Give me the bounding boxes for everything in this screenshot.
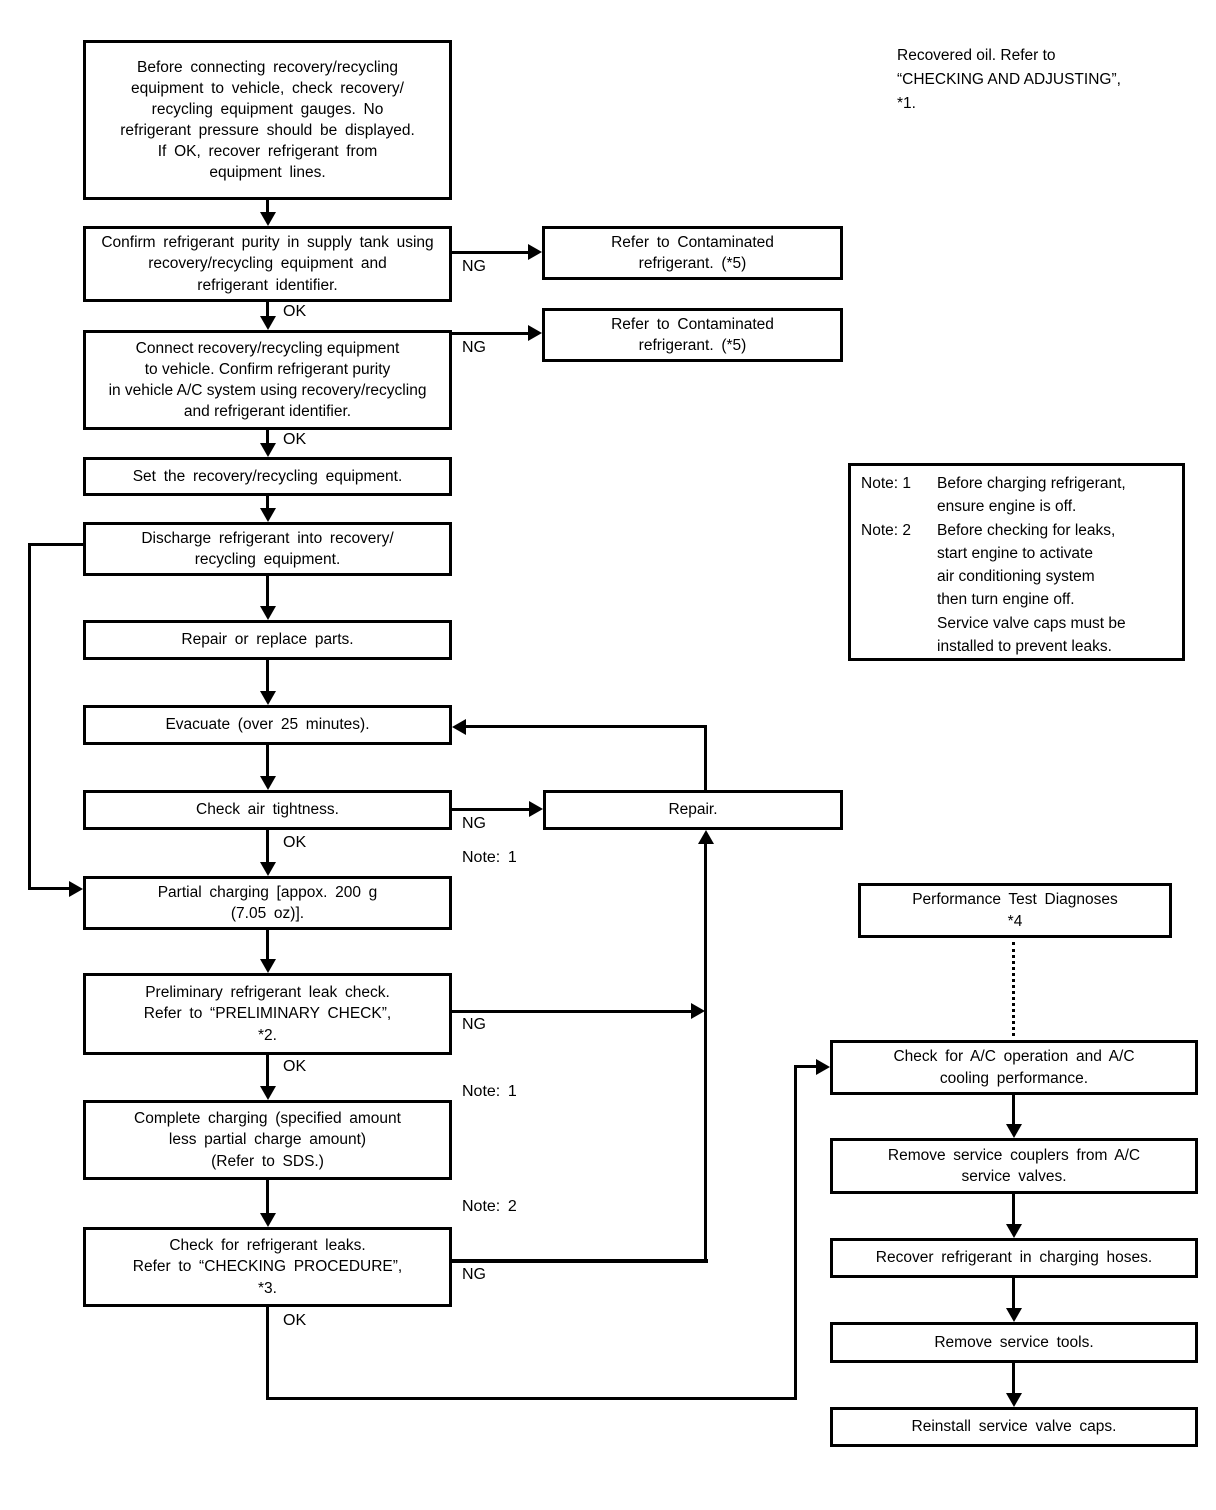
node-contaminated-refrigerant-2: Refer to Contaminated refrigerant. (*5) [542,308,843,362]
ng-line [452,251,528,254]
arrowhead-right-icon [528,325,542,341]
annotation-recovered-oil: Recovered oil. Refer to “CHECKING AND AD… [897,47,1121,113]
node-connect-equipment: Connect recovery/recycling equipment to … [83,330,452,430]
flow-line [266,930,269,961]
note-1-text: Before charging refrigerant, ensure engi… [937,475,1126,516]
bypass-line [28,543,83,546]
arrowhead-down-icon [1006,1308,1022,1322]
ng-line [452,808,529,811]
arrowhead-down-icon [260,1086,276,1100]
ok-label: OK [283,1312,307,1329]
flow-line [266,660,269,693]
node-preliminary-leak-check: Preliminary refrigerant leak check. Refe… [83,973,452,1055]
arrowhead-down-icon [260,606,276,620]
ok-label: OK [283,303,307,320]
arrowhead-down-icon [1006,1224,1022,1238]
flow-line [266,1180,269,1215]
ok-label: OK [283,431,307,448]
arrowhead-down-icon [260,691,276,705]
node-performance-test-diagnoses: Performance Test Diagnoses *4 [858,883,1172,938]
arrowhead-down-icon [260,1213,276,1227]
node-contaminated-refrigerant-1: Refer to Contaminated refrigerant. (*5) [542,226,843,280]
node-check-air-tightness: Check air tightness. [83,790,452,830]
flow-line [266,200,269,214]
note-1-ref-label: Note: 1 [462,1083,517,1100]
arrowhead-down-icon [260,316,276,330]
arrowhead-right-icon [528,244,542,260]
ng-label: NG [462,258,486,275]
arrowhead-down-icon [260,776,276,790]
flow-line [266,430,269,445]
node-check-refrigerant-leaks: Check for refrigerant leaks. Refer to “C… [83,1227,452,1307]
ng-line [452,1259,708,1263]
arrowhead-down-icon [260,508,276,522]
ng-label: NG [462,339,486,356]
node-repair-replace-parts: Repair or replace parts. [83,620,452,660]
bypass-line [28,543,31,890]
node-check-ac-operation: Check for A/C operation and A/C cooling … [830,1040,1198,1095]
ok-route-line [266,1307,269,1400]
arrowhead-down-icon [260,443,276,457]
arrowhead-down-icon [260,862,276,876]
arrowhead-down-icon [1006,1124,1022,1138]
arrowhead-right-icon [816,1059,830,1075]
arrowhead-right-icon [69,881,83,897]
flow-line [1012,1363,1015,1393]
node-confirm-purity-supply-tank: Confirm refrigerant purity in supply tan… [83,226,452,302]
arrowhead-down-icon [260,959,276,973]
arrowhead-down-icon [1006,1393,1022,1407]
node-repair: Repair. [543,790,843,830]
note-2-ref-label: Note: 2 [462,1198,517,1215]
node-set-equipment: Set the recovery/recycling equipment. [83,457,452,496]
arrowhead-down-icon [260,212,276,226]
repair-return-line [466,725,707,728]
arrowhead-left-icon [452,719,466,735]
node-reinstall-valve-caps: Reinstall service valve caps. [830,1407,1198,1447]
node-partial-charging: Partial charging [appox. 200 g (7.05 oz)… [83,876,452,930]
note-1-label: Note: 1 [861,475,911,492]
node-remove-service-tools: Remove service tools. [830,1322,1198,1363]
note-row-1: Note: 1 Before charging refrigerant, ens… [861,472,1174,519]
flow-line [266,745,269,778]
ng-line [452,332,528,335]
flow-line [266,1055,269,1088]
ng-label: NG [462,1016,486,1033]
note-row-2: Note: 2 Before checking for leaks, start… [861,519,1174,659]
flow-line [1012,1194,1015,1224]
node-recover-refrigerant-hoses: Recover refrigerant in charging hoses. [830,1238,1198,1278]
note-2-text: Before checking for leaks, start engine … [937,521,1126,655]
note-box: Note: 1 Before charging refrigerant, ens… [848,463,1185,661]
flow-line [266,830,269,864]
ok-label: OK [283,1058,307,1075]
ok-route-line [794,1065,797,1400]
arrowhead-right-icon [691,1003,705,1019]
flow-line [1012,1095,1015,1124]
ng-junction-line [704,842,707,1261]
dotted-link-line [1012,942,1015,1036]
arrowhead-right-icon [529,801,543,817]
ng-label: NG [462,815,486,832]
node-complete-charging: Complete charging (specified amount less… [83,1100,452,1180]
arrowhead-up-icon [698,830,714,844]
flow-line [266,576,269,608]
note-2-label: Note: 2 [861,521,911,539]
node-remove-service-couplers: Remove service couplers from A/C service… [830,1138,1198,1194]
ng-line [452,1010,691,1013]
ok-route-line [794,1065,816,1068]
node-check-gauges: Before connecting recovery/recycling equ… [83,40,452,200]
ng-label: NG [462,1266,486,1283]
node-discharge-refrigerant: Discharge refrigerant into recovery/ rec… [83,522,452,576]
ok-label: OK [283,834,307,851]
ok-route-line [266,1397,797,1400]
note-1-ref-label: Note: 1 [462,849,517,866]
flow-line [266,496,269,510]
flow-line [266,302,269,318]
bypass-line [28,887,69,890]
repair-return-line [704,727,707,790]
node-evacuate: Evacuate (over 25 minutes). [83,705,452,745]
flow-line [1012,1278,1015,1308]
